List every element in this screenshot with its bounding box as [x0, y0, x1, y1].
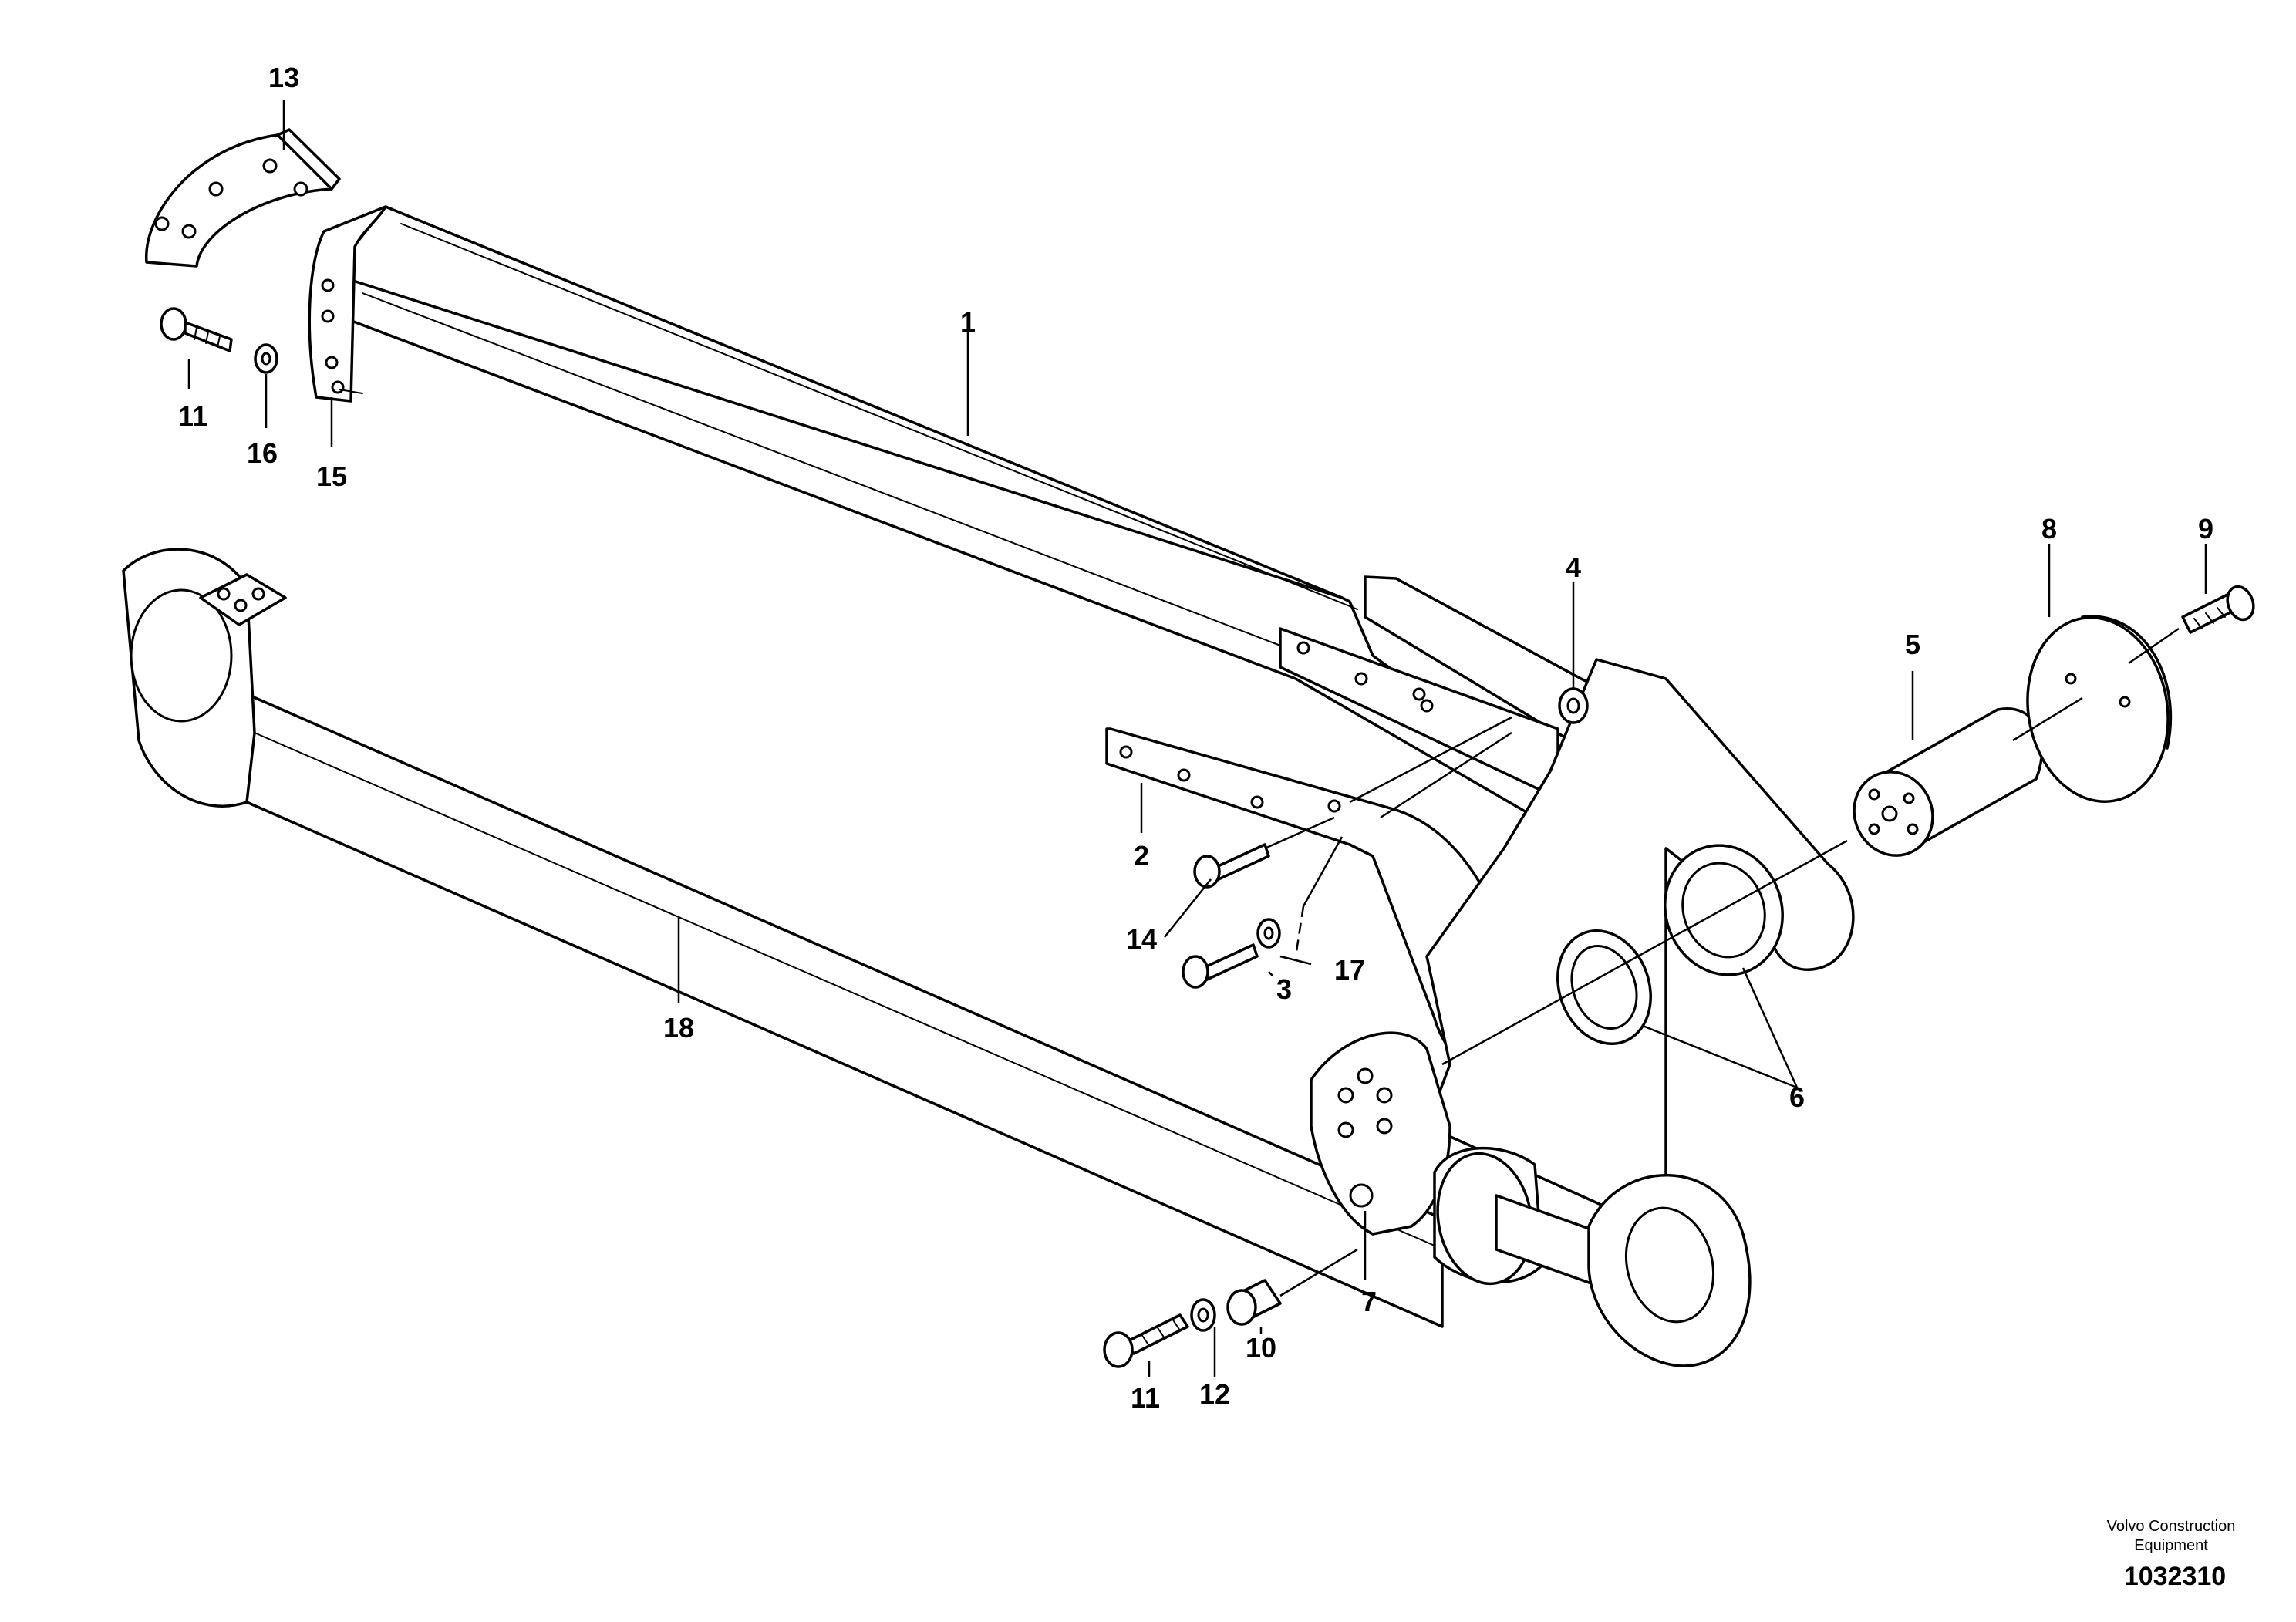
callout-15: 15 — [316, 460, 347, 492]
callouts: 13 1 11 16 15 4 5 8 9 2 14 17 3 6 18 7 1… — [178, 62, 2213, 1414]
part-1-boom-arm — [308, 205, 1544, 823]
pin-axis-line — [1441, 627, 2180, 1066]
callout-1: 1 — [960, 306, 976, 338]
callout-4: 4 — [1566, 551, 1581, 583]
hanger-bracket — [1425, 658, 1855, 1236]
callout-14: 14 — [1126, 923, 1157, 955]
fasteners-upper — [160, 307, 278, 374]
brand-line-2: Equipment — [2134, 1537, 2208, 1554]
callout-17: 17 — [1334, 954, 1365, 986]
document-number: 1032310 — [2124, 1562, 2226, 1591]
part-18-hydraulic-cylinder — [122, 548, 1752, 1367]
part-5-pin — [1853, 706, 2044, 857]
fasteners-lower — [1103, 1248, 1358, 1368]
callout-11-upper: 11 — [178, 400, 207, 432]
part-8-cover-plate — [2026, 615, 2173, 803]
footer-block: Volvo Construction Equipment 1032310 — [2107, 1518, 2236, 1591]
brand-line-1: Volvo Construction — [2107, 1518, 2236, 1535]
part-13-clamp — [145, 128, 341, 268]
callout-5: 5 — [1905, 629, 1920, 660]
callout-8: 8 — [2041, 513, 2057, 545]
callout-12: 12 — [1199, 1378, 1230, 1410]
callout-3: 3 — [1276, 973, 1292, 1005]
callout-13: 13 — [268, 62, 299, 93]
callout-6: 6 — [1789, 1081, 1805, 1113]
leader-lines — [187, 100, 2207, 1377]
part-6-bushings — [1556, 844, 1784, 1045]
callout-18: 18 — [663, 1012, 694, 1044]
callout-10: 10 — [1246, 1332, 1276, 1364]
callout-2: 2 — [1134, 840, 1149, 872]
callout-7: 7 — [1361, 1286, 1377, 1317]
callout-16: 16 — [247, 437, 278, 469]
callout-11-lower: 11 — [1131, 1382, 1160, 1414]
callout-9: 9 — [2198, 513, 2213, 545]
part-9-bolt — [2181, 585, 2255, 634]
